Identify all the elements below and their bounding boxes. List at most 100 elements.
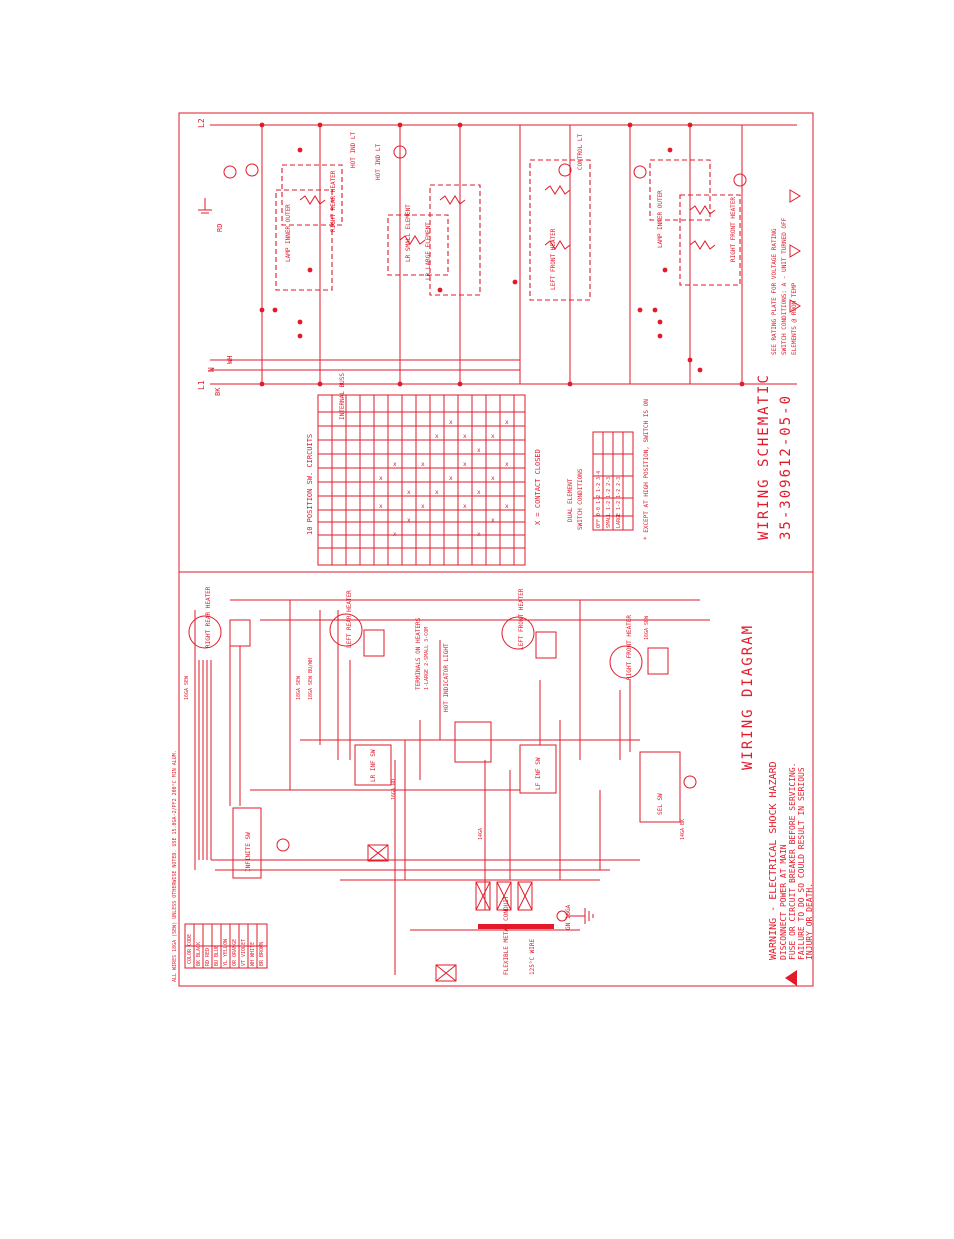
svg-text:x: x [435, 433, 439, 440]
lr-terminal-block [363, 629, 385, 657]
warning-icon [785, 970, 797, 986]
diagram-footnote: ALL WIRES 18GA (SEW) UNLESS OTHERWISE NO… [172, 750, 178, 982]
label-infinite-sw: INFINITE SW [245, 832, 252, 872]
svg-text:x: x [491, 517, 495, 524]
label-l1: L1 [197, 380, 206, 390]
svg-text:x: x [407, 517, 411, 524]
switch-circuit-table: 10 POSITION SW. CIRCUITS INTERNAL BUSS X… [306, 373, 542, 566]
label-l2: L2 [197, 118, 206, 128]
gauge-label-2: 18GA SEW [296, 675, 302, 700]
label-rd: RD [216, 224, 224, 232]
lr-inf-switch [354, 744, 392, 786]
label-left-front-heater: LEFT FRONT HEATER [518, 588, 525, 650]
label-right-rear-heater: RIGHT REAR HEATER [205, 586, 212, 648]
svg-text:x: x [505, 419, 509, 426]
flexible-conduit [478, 924, 554, 929]
svg-text:x: x [463, 433, 467, 440]
svg-text:x: x [407, 489, 411, 496]
label-right-front-heater: RIGHT FRONT HEATER [626, 615, 633, 680]
svg-text:x: x [491, 433, 495, 440]
svg-text:x: x [463, 503, 467, 510]
legend-line-3: ELEMENTS @ ROOM TEMP [791, 282, 798, 355]
label-lamp-inner-outer-2: LAMP INNER OUTER [657, 190, 664, 248]
color-code-row-2: RD RED [205, 948, 211, 966]
splice-boxes [367, 844, 533, 982]
warning-line-1: DISCONNECT POWER AT MAIN [779, 844, 788, 960]
hot-ind-lamp-2 [393, 145, 407, 159]
svg-text:x: x [393, 531, 397, 538]
schematic-part-number: 35-309612-05-0 [778, 394, 794, 540]
lamp-l2 [633, 165, 647, 179]
label-left-front: LEFT FRONT HEATER [550, 228, 557, 290]
label-sel-sw: SEL SW [657, 793, 664, 815]
label-lf-inf-sw: LF INF SW [535, 757, 542, 790]
label-lr-small: LR SMALL ELEMENT [405, 204, 412, 262]
color-code-row-3: BU BLUE [214, 945, 220, 966]
dual-table-row-1: OFF 0-0 1-2 1-2 3-4 [596, 471, 602, 528]
svg-text:x: x [505, 503, 509, 510]
svg-text:x: x [421, 503, 425, 510]
pilot-lamp-1 [276, 838, 290, 852]
svg-text:x: x [449, 419, 453, 426]
svg-text:x: x [491, 475, 495, 482]
dual-table-note: * EXCEPT AT HIGH POSITION, SWITCH IS ON [643, 399, 650, 540]
warning-line-4: INJURY OR DEATH. [805, 883, 814, 960]
label-lamp-inner-outer-1: LAMP INNER OUTER [285, 204, 292, 262]
diagram-title: WIRING DIAGRAM [740, 624, 756, 770]
label-heater-terminals: TERMINALS ON HEATERS [415, 617, 422, 690]
label-n: N [207, 367, 216, 372]
label-heater-terminals-sub: 1-LARGE 2-SMALL 3-COM [424, 627, 430, 690]
svg-text:x: x [477, 489, 481, 496]
svg-text:x: x [477, 447, 481, 454]
warning-line-2: FUSE OR CIRCUIT BREAKER BEFORE SERVICING… [788, 763, 797, 960]
label-right-front: RIGHT FRONT HEATER [730, 197, 737, 262]
ground-symbol [198, 198, 212, 214]
warning-block: WARNING - ELECTRICAL SHOCK HAZARD DISCON… [768, 761, 814, 986]
switch-table-grid [318, 395, 525, 565]
lf-inf-switch [519, 744, 557, 794]
svg-text:x: x [505, 461, 509, 468]
lamp-inner-outer-box-1 [281, 164, 343, 226]
color-code-row-6: VT VIOLET [241, 939, 247, 966]
color-code-row-8: BR BROWN [259, 942, 265, 966]
svg-text:x: x [379, 475, 383, 482]
schematic-title: WIRING SCHEMATIC [756, 373, 772, 540]
label-hot-ind-1: HOT IND LT [350, 131, 357, 168]
harness-wires [194, 599, 710, 975]
label-hot-ind-2: HOT IND LT [375, 143, 382, 180]
rr-terminal-block [229, 619, 251, 647]
label-left-rear-heater: LEFT REAR HEATER [346, 590, 353, 648]
label-ground: GN 16GA [565, 904, 572, 930]
svg-text:x: x [421, 461, 425, 468]
svg-text:x: x [393, 461, 397, 468]
gauge-label-4: 16GA RD [391, 779, 397, 800]
infinite-switch-block [232, 807, 262, 879]
gauge-label-1: 16GA SEW [184, 675, 190, 700]
hot-indicator-block [454, 721, 492, 763]
warning-title: WARNING - ELECTRICAL SHOCK HAZARD [768, 761, 779, 960]
wiring-schematic: L2 L1 N BK RD WH LAMP INNER OUTER RIGHT … [197, 118, 801, 566]
lr-large-element-box [429, 184, 481, 296]
rf-terminal-block [647, 647, 669, 675]
dual-table-row-2: SMALL 1-2 1-2 2-3 [606, 477, 612, 528]
right-front-heater [609, 645, 643, 679]
color-code-row-4: YL YELLOW [223, 938, 229, 966]
gauge-label-7: 16GA SEW [644, 615, 650, 640]
pilot-lamp-2 [683, 775, 697, 789]
left-front-heater [501, 616, 535, 650]
color-code-row-1: BK BLACK [196, 942, 202, 966]
switch-table-note: X = CONTACT CLOSED [534, 449, 542, 525]
color-code-table: COLOR CODE BK BLACK RD RED BU BLUE YL YE… [184, 923, 268, 969]
lamp-l1 [245, 163, 259, 177]
label-conduit: FLEXIBLE METAL CONDUIT [503, 895, 510, 975]
color-code-row-5: OR ORANGE [232, 939, 238, 966]
label-conduit-wire: 125°C WIRE [529, 938, 536, 975]
svg-text:x: x [463, 461, 467, 468]
label-lr-large: LR LARGE ELEMENT [425, 222, 432, 280]
dual-table-row-3: LARGE 1-2 1-2 2-3 [616, 477, 622, 528]
lamp-inner-outer-box-2 [649, 159, 711, 221]
dual-table-subtitle: SWITCH CONDITIONS [577, 468, 584, 530]
switch-table-title: 10 POSITION SW. CIRCUITS [306, 434, 314, 535]
